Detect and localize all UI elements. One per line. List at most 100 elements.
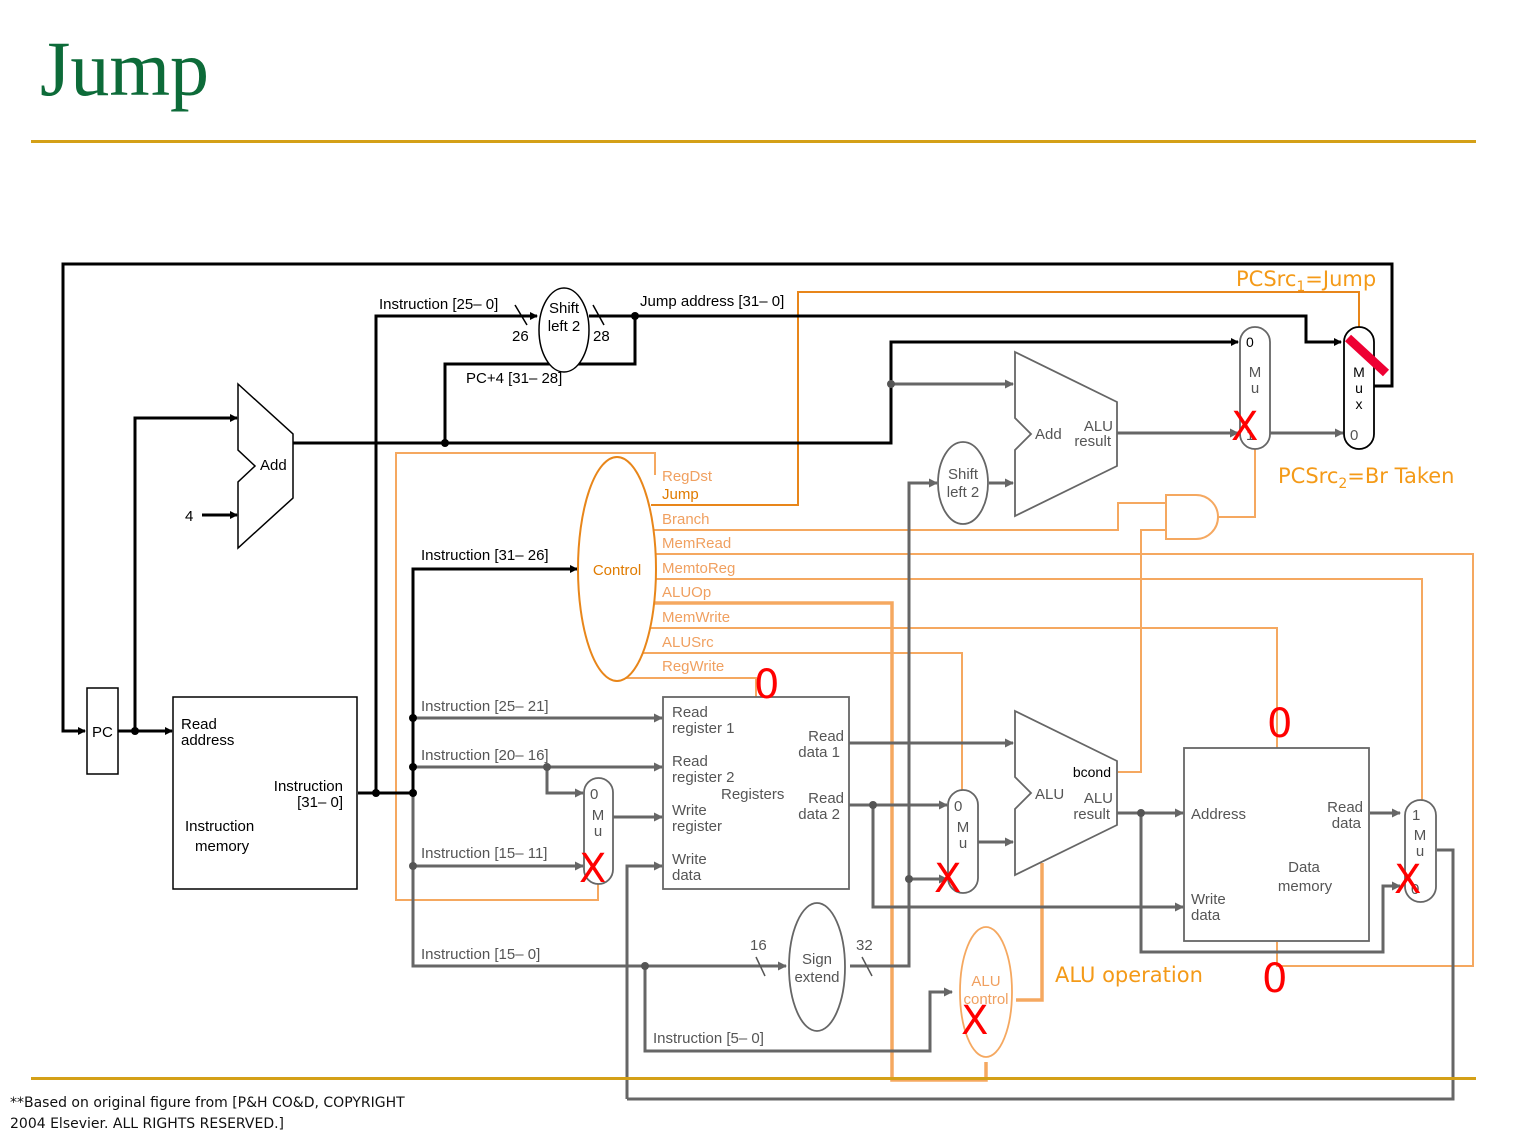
label-instr-15-0: Instruction [15– 0] — [421, 946, 540, 963]
branch-and-gate — [1165, 494, 1219, 540]
memtoreg-mux: 1 M u 0 — [1404, 799, 1437, 903]
program-counter: PC — [86, 687, 119, 775]
svg-text:data 1: data 1 — [798, 744, 840, 761]
footnote-line-1: **Based on original figure from [P&H CO&… — [10, 1095, 405, 1111]
memtoreg-wire — [650, 578, 1423, 800]
and-output-wire — [1218, 447, 1256, 518]
svg-text:left 2: left 2 — [947, 484, 980, 501]
svg-text:address: address — [181, 732, 234, 749]
control-signal-labels: RegDst Jump Branch MemRead MemtoReg ALUO… — [662, 468, 735, 675]
footnote-line-2: 2004 Elsevier. ALL RIGHTS RESERVED.] — [10, 1116, 285, 1132]
sign-extend: Sign extend 16 32 — [750, 902, 873, 1032]
memwrite-wire — [645, 627, 1278, 748]
alu-control-x-mark: X — [961, 998, 988, 1044]
svg-text:data: data — [1191, 907, 1221, 924]
svg-text:Write: Write — [1191, 891, 1226, 908]
label-instr-31-26: Instruction [31– 26] — [421, 547, 549, 564]
write-data-wire — [625, 861, 663, 1099]
svg-text:28: 28 — [593, 328, 610, 345]
signal-alusrc: ALUSrc — [662, 634, 714, 651]
bus-width-marks — [514, 304, 605, 326]
label-pc4-31-28: PC+4 [31– 28] — [466, 370, 562, 387]
svg-text:Instruction: Instruction — [274, 778, 343, 795]
svg-text:u: u — [594, 823, 602, 840]
svg-text:Shift: Shift — [948, 466, 979, 483]
svg-text:u: u — [1355, 380, 1363, 396]
disabled-marks: X X X X X — [579, 404, 1421, 1044]
bcond-wire — [1118, 529, 1168, 773]
svg-text:result: result — [1073, 806, 1111, 823]
svg-text:data: data — [672, 867, 702, 884]
memtoreg-mux-x-mark: X — [1394, 857, 1421, 903]
branch-wire — [648, 502, 1168, 531]
svg-text:memory: memory — [1278, 878, 1333, 895]
mem-write-data-wire — [871, 805, 1184, 912]
svg-text:data: data — [1332, 815, 1362, 832]
svg-text:16: 16 — [750, 937, 767, 954]
svg-text:register 2: register 2 — [672, 769, 735, 786]
memread-value: 0 — [1262, 956, 1287, 1002]
svg-text:Registers: Registers — [721, 786, 784, 803]
regdst-mux-x-mark: X — [579, 846, 606, 892]
control-wires — [395, 291, 1474, 1082]
signal-memtoreg: MemtoReg — [662, 560, 735, 577]
title-divider — [31, 140, 1476, 143]
writeback-wire — [627, 848, 1455, 1101]
instruction-memory: Read address Instruction [31– 0] Instruc… — [172, 696, 358, 890]
pc-adder: Add — [237, 382, 294, 550]
memread-wire — [650, 553, 1474, 967]
svg-text:Read: Read — [672, 704, 708, 721]
svg-text:1: 1 — [1246, 427, 1254, 444]
data-memory: Address Write data Read data Data memory — [1183, 747, 1370, 942]
branch-adder: Add ALU result — [1014, 350, 1118, 518]
label-jump-address: Jump address [31– 0] — [640, 293, 784, 310]
svg-text:bcond: bcond — [1073, 764, 1111, 780]
jump-address-wire — [589, 314, 1342, 346]
svg-text:Read: Read — [808, 728, 844, 745]
pc-to-adder-wire — [133, 414, 238, 731]
svg-text:u: u — [1251, 380, 1259, 397]
aluop-wire — [648, 601, 988, 1082]
svg-text:register: register — [672, 818, 722, 835]
instr-25-0-wire — [374, 312, 538, 793]
slide-title: Jump — [40, 25, 210, 112]
next-pc-wire — [61, 262, 1394, 735]
label-instr-20-16: Instruction [20– 16] — [421, 747, 549, 764]
svg-text:M: M — [957, 819, 970, 836]
svg-text:Write: Write — [672, 851, 707, 868]
sign-extend-width-marks — [755, 956, 873, 977]
signal-jump: Jump — [662, 486, 699, 503]
pcsrc2-annotation: PCSrc2=Br Taken — [1278, 464, 1454, 492]
svg-text:x: x — [1356, 396, 1363, 412]
svg-text:[31– 0]: [31– 0] — [297, 794, 343, 811]
svg-text:ALU: ALU — [1035, 786, 1064, 803]
alu-operation-wire — [1016, 863, 1044, 1002]
svg-text:Write: Write — [672, 802, 707, 819]
branch-mux-x-mark: X — [1231, 404, 1258, 450]
svg-text:Add: Add — [1035, 426, 1062, 443]
alu-operation-annotation: ALU operation — [1055, 963, 1203, 987]
constant-four: 4 — [185, 508, 193, 525]
active-wires — [61, 262, 1394, 795]
svg-text:Data: Data — [1288, 859, 1320, 876]
alu-control: ALU control — [959, 926, 1013, 1058]
svg-text:Read: Read — [181, 716, 217, 733]
svg-text:M: M — [1249, 364, 1262, 381]
pc4-upper-wire — [443, 316, 637, 443]
memwrite-value: 0 — [1267, 701, 1292, 747]
label-instr-25-0: Instruction [25– 0] — [379, 296, 498, 313]
instr-5-0-wire — [643, 966, 953, 1053]
alu: ALU bcond ALU result — [1014, 709, 1118, 877]
svg-text:0: 0 — [1350, 427, 1358, 444]
label-instr-15-11: Instruction [15– 11] — [421, 845, 547, 862]
svg-text:M: M — [592, 807, 605, 824]
pc-label: PC — [92, 724, 113, 741]
alusrc-mux: 0 M u — [947, 789, 979, 894]
svg-text:Control: Control — [593, 562, 641, 579]
footer-divider — [31, 1077, 1476, 1080]
sign-ext-to-shift-wire — [850, 478, 938, 968]
signal-branch: Branch — [662, 511, 710, 528]
svg-text:0: 0 — [954, 798, 962, 815]
svg-text:26: 26 — [512, 328, 529, 345]
